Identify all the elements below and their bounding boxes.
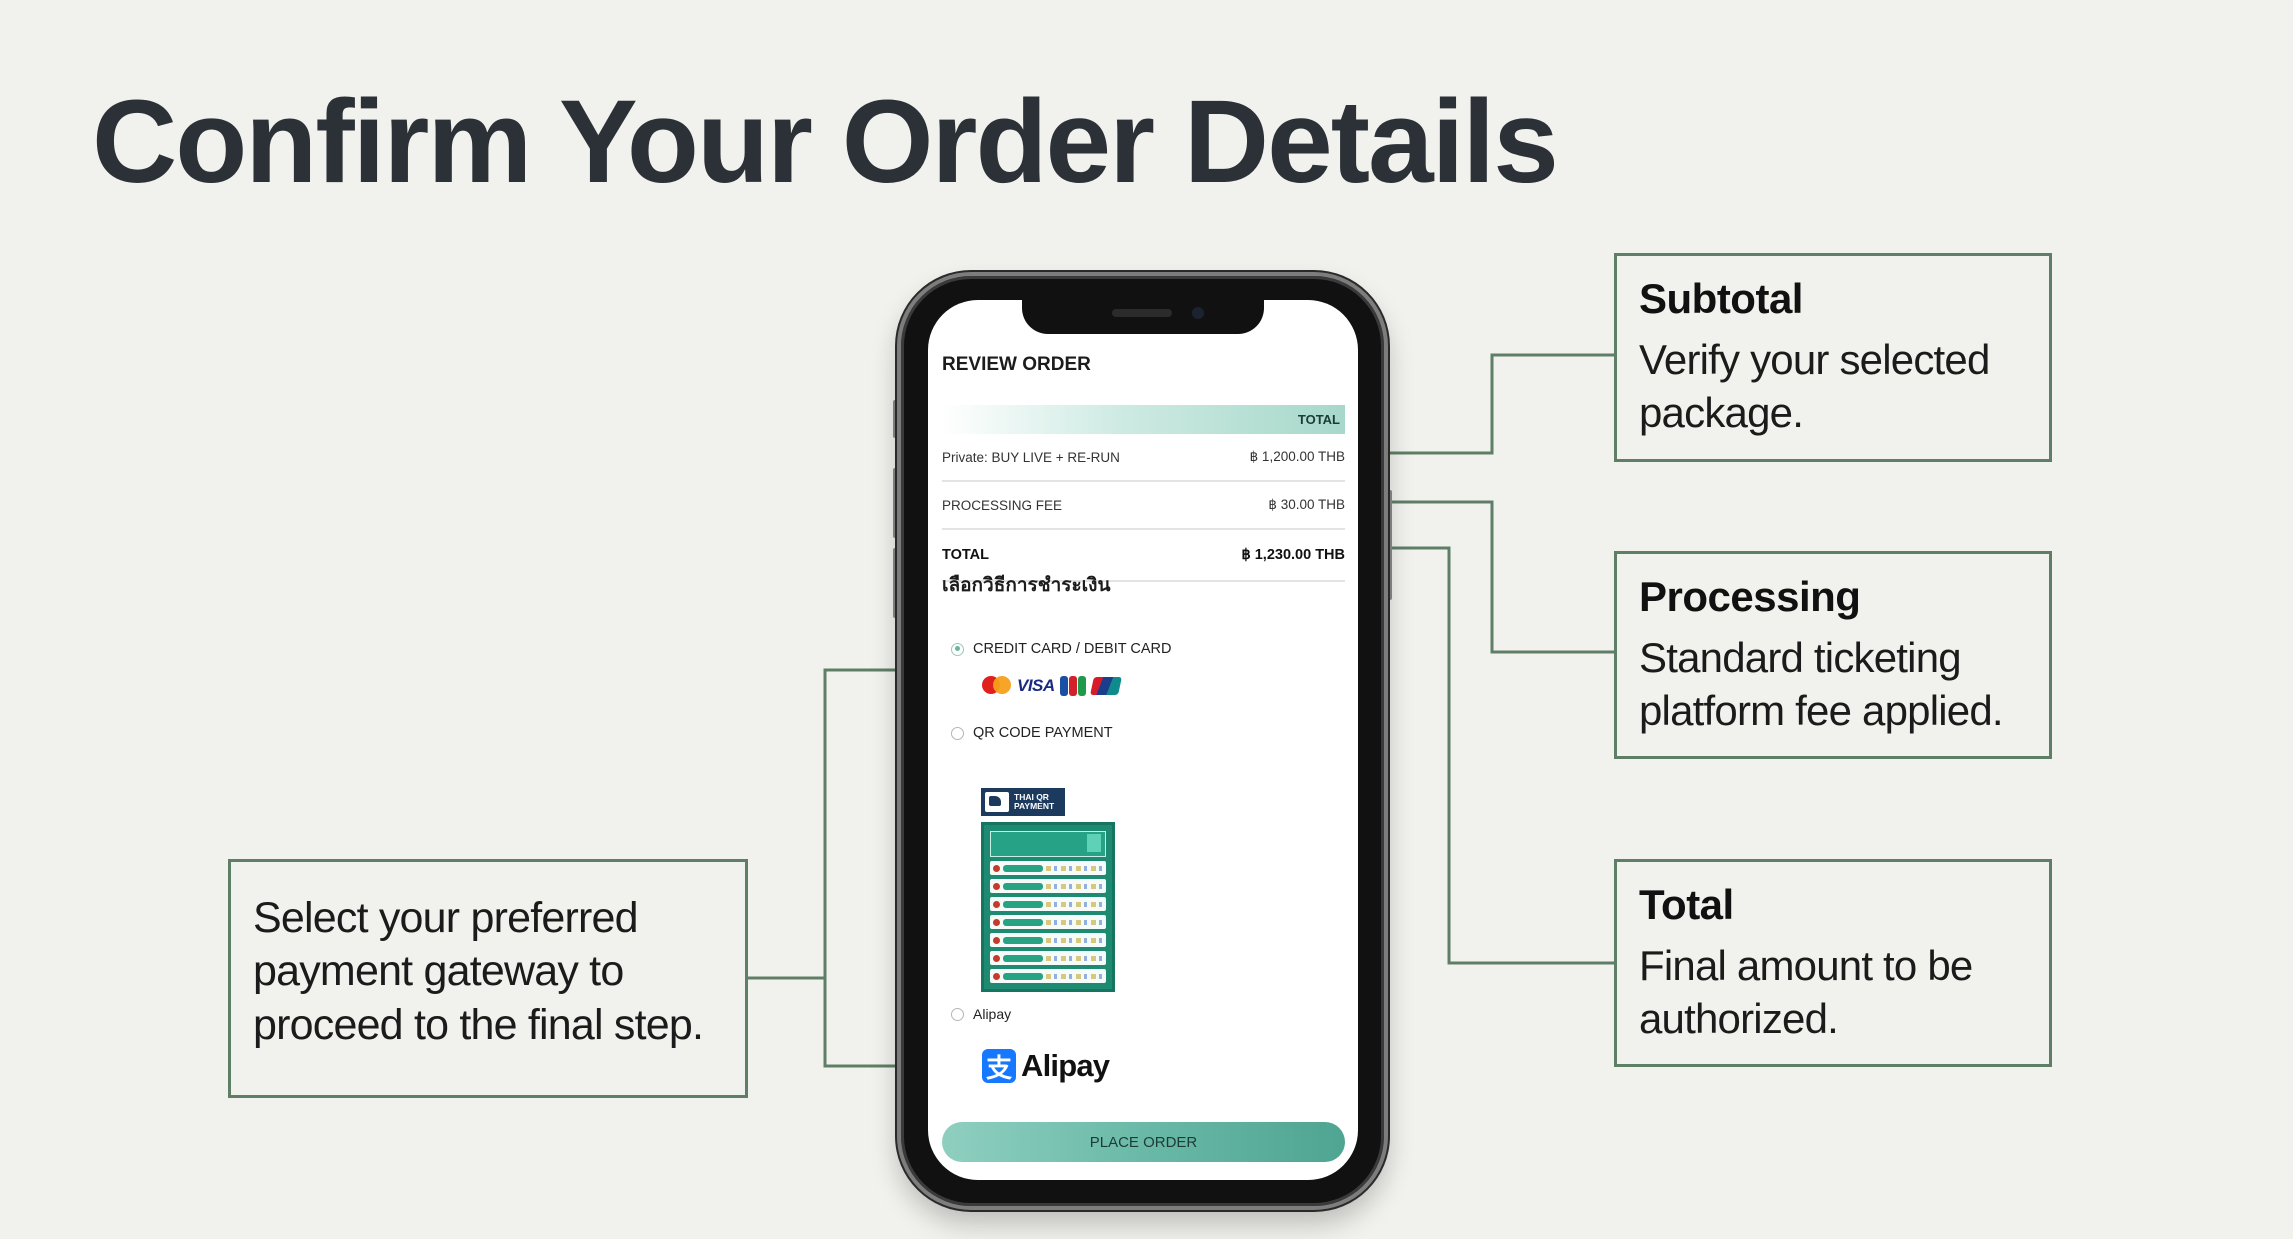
total-connector: [1390, 546, 1614, 965]
order-row-value: ฿ 1,200.00 THB: [1249, 449, 1345, 464]
phone-power-button: [1387, 490, 1392, 600]
phone-screen: REVIEW ORDER TOTAL Private: BUY LIVE + R…: [928, 300, 1358, 1180]
radio-qr[interactable]: [951, 726, 964, 740]
phone-mockup: REVIEW ORDER TOTAL Private: BUY LIVE + R…: [897, 272, 1388, 1210]
payment-callout: Select your preferred payment gateway to…: [228, 859, 748, 1098]
total-callout-body-1: Final amount to be: [1639, 942, 1973, 990]
subtotal-callout-body-2: package.: [1639, 388, 1804, 436]
order-row-package: Private: BUY LIVE + RE-RUN ฿ 1,200.00 TH…: [942, 434, 1345, 482]
processing-connector: [1390, 500, 1614, 654]
unionpay-icon: [1089, 677, 1122, 695]
speaker-icon: [1112, 309, 1172, 317]
payment-method-heading: เลือกวิธีการชำระเงิน: [942, 574, 1111, 596]
total-callout-body-2: authorized.: [1639, 994, 1839, 1042]
phone-volume-up: [893, 468, 898, 538]
total-callout: Total Final amount to be authorized.: [1614, 859, 2052, 1067]
alipay-logo: 支 Alipay: [982, 1048, 1110, 1084]
thai-qr-text-2: PAYMENT: [1014, 801, 1055, 811]
place-order-button[interactable]: PLACE ORDER: [942, 1122, 1345, 1162]
thai-qr-logo: THAI QR PAYMENT: [981, 788, 1065, 816]
processing-callout-title: Processing: [1639, 573, 1861, 620]
card-logos: VISA: [982, 676, 1122, 696]
subtotal-callout-title: Subtotal: [1639, 275, 1803, 322]
order-row-total: TOTAL ฿ 1,230.00 THB: [942, 530, 1345, 582]
subtotal-callout-body-1: Verify your selected: [1639, 336, 1990, 384]
payment-option-label: QR CODE PAYMENT: [973, 725, 1113, 741]
order-row-value: ฿ 30.00 THB: [1268, 497, 1345, 512]
phone-volume-down: [893, 548, 898, 618]
mastercard-icon: [982, 676, 1012, 696]
thai-qr-icon: [985, 792, 1009, 812]
processing-callout: Processing Standard ticketing platform f…: [1614, 551, 2052, 759]
radio-card[interactable]: [951, 642, 964, 656]
thai-qr-text-1: THAI QR: [1014, 792, 1049, 803]
camera-icon: [1192, 307, 1204, 319]
processing-callout-body-2: platform fee applied.: [1639, 686, 2004, 734]
phone-mute-switch: [893, 400, 898, 438]
alipay-wordmark: Alipay: [1021, 1048, 1110, 1083]
thai-qr-bank-list-image: [981, 822, 1115, 992]
payment-option-label: Alipay: [973, 1006, 1012, 1022]
payment-option-qr[interactable]: QR CODE PAYMENT: [951, 725, 1113, 741]
order-table-header: TOTAL: [942, 405, 1345, 434]
payment-bracket-connector: [823, 668, 895, 1068]
subtotal-connector: [1390, 353, 1614, 455]
order-row-label: Private: BUY LIVE + RE-RUN: [942, 449, 1120, 465]
radio-alipay[interactable]: [951, 1007, 964, 1021]
order-row-label: TOTAL: [942, 547, 989, 563]
payment-callout-body-1: Select your preferred: [253, 894, 639, 942]
order-row-value: ฿ 1,230.00 THB: [1241, 547, 1345, 563]
payment-callout-body-2: payment gateway to: [253, 947, 624, 996]
payment-option-alipay[interactable]: Alipay: [951, 1006, 1011, 1022]
jcb-icon: [1059, 676, 1087, 696]
alipay-icon: 支: [982, 1049, 1016, 1084]
payment-callout-body-3: proceed to the final step.: [253, 1000, 704, 1049]
payment-option-card[interactable]: CREDIT CARD / DEBIT CARD: [951, 641, 1171, 657]
payment-option-label: CREDIT CARD / DEBIT CARD: [973, 641, 1172, 657]
total-callout-title: Total: [1639, 881, 1734, 928]
page-title: Confirm Your Order Details: [92, 76, 1559, 208]
order-row-label: PROCESSING FEE: [942, 497, 1063, 513]
review-order-title: REVIEW ORDER: [942, 354, 1091, 375]
order-row-processing-fee: PROCESSING FEE ฿ 30.00 THB: [942, 482, 1345, 530]
subtotal-callout: Subtotal Verify your selected package.: [1614, 253, 2052, 462]
processing-callout-body-1: Standard ticketing: [1639, 634, 1962, 682]
visa-icon: VISA: [1017, 676, 1055, 695]
phone-notch: [1022, 300, 1264, 334]
